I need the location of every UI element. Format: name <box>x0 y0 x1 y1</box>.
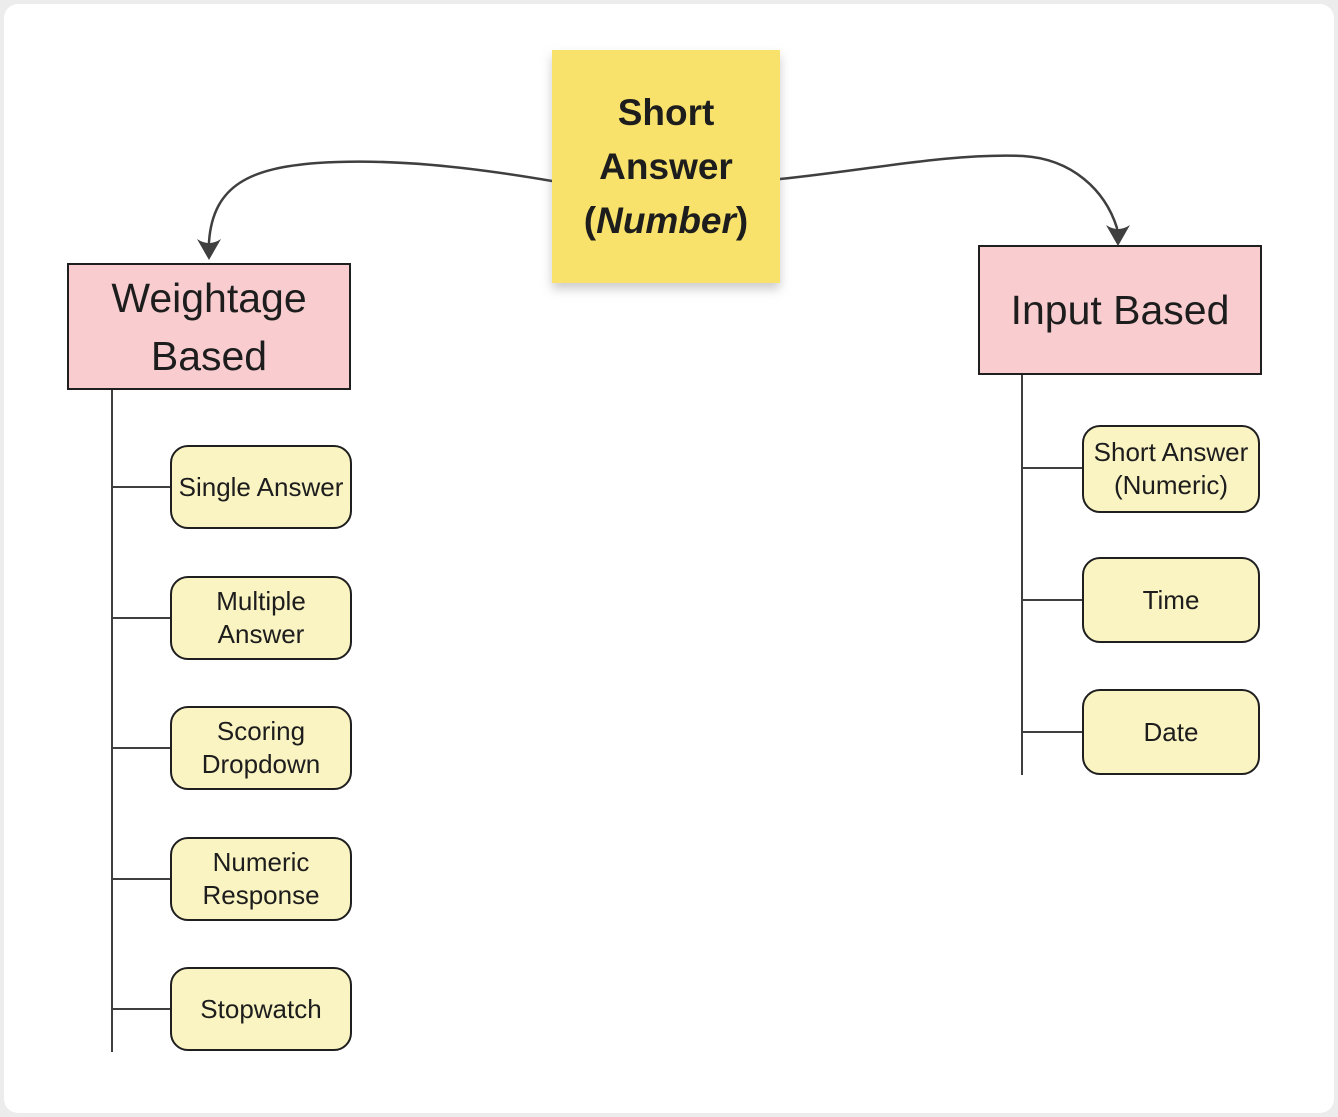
root-label-emphasis: Number <box>596 199 736 241</box>
child-label: Single Answer <box>178 471 344 502</box>
child-label: Short Answer (Numeric) <box>1093 437 1249 500</box>
node-stopwatch[interactable]: Stopwatch <box>170 967 352 1051</box>
child-label: Numeric Response <box>202 847 320 910</box>
branch-label: Weightage Based <box>111 274 307 379</box>
node-weightage-based[interactable]: Weightage Based <box>67 263 351 390</box>
node-scoring-dropdown[interactable]: Scoring Dropdown <box>170 706 352 790</box>
root-label-line2: Answer <box>599 145 733 187</box>
child-label: Multiple Answer <box>216 586 306 649</box>
node-date[interactable]: Date <box>1082 689 1260 775</box>
node-numeric-response[interactable]: Numeric Response <box>170 837 352 921</box>
node-multiple-answer[interactable]: Multiple Answer <box>170 576 352 660</box>
child-label: Stopwatch <box>200 993 322 1024</box>
node-input-based[interactable]: Input Based <box>978 245 1262 375</box>
child-label: Time <box>1142 584 1200 615</box>
child-label: Date <box>1143 716 1199 747</box>
node-time[interactable]: Time <box>1082 557 1260 643</box>
branch-label: Input Based <box>1010 287 1230 333</box>
root-label-line1: Short <box>617 91 715 133</box>
node-single-answer[interactable]: Single Answer <box>170 445 352 529</box>
node-short-answer-numeric[interactable]: Short Answer (Numeric) <box>1082 425 1260 513</box>
root-label-line3: (Number) <box>583 199 749 241</box>
child-label: Scoring Dropdown <box>201 716 321 779</box>
node-short-answer-number[interactable]: Short Answer (Number) <box>552 50 780 283</box>
